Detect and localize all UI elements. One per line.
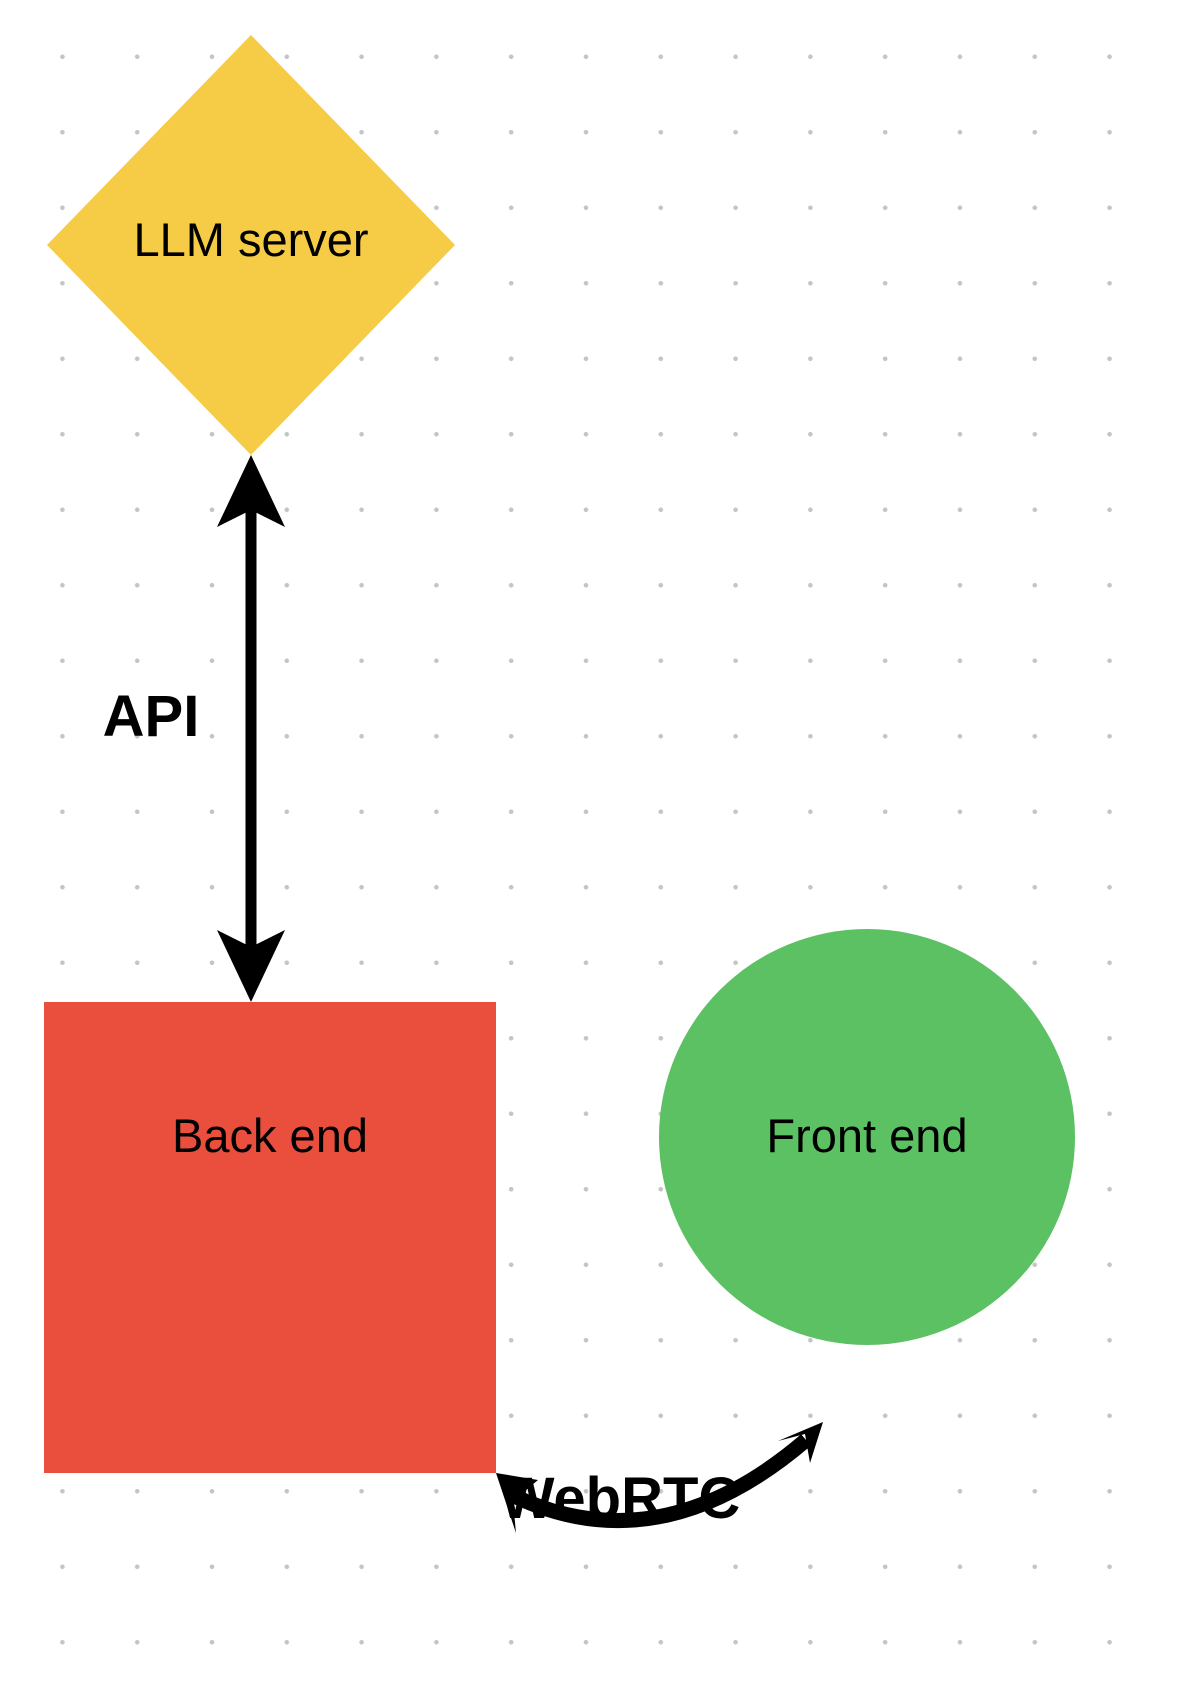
api-edge-label: API	[102, 684, 200, 749]
webrtc-arrowhead-left	[496, 1473, 538, 1533]
webrtc-edge-label: WebRTC	[499, 1466, 741, 1531]
llm-server-diamond[interactable]	[47, 35, 455, 455]
webrtc-connector[interactable]	[496, 1422, 823, 1533]
api-connector[interactable]	[217, 455, 285, 1002]
api-arrowhead-down	[217, 930, 285, 1002]
webrtc-arrowhead-right	[778, 1422, 823, 1463]
front-end-circle[interactable]	[659, 929, 1075, 1345]
api-arrowhead-up	[217, 455, 285, 527]
back-end-square[interactable]	[44, 1002, 496, 1473]
